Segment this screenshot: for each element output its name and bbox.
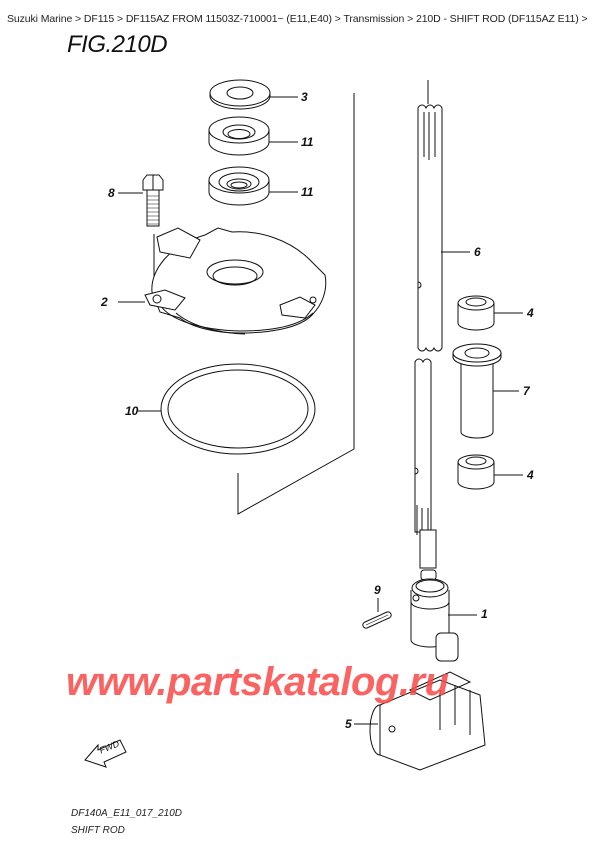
callout-11-lower[interactable]: 11	[301, 185, 314, 199]
breadcrumb-item-df115az[interactable]: DF115AZ FROM 11503Z-710001~ (E11,E40)	[125, 13, 332, 25]
callout-4-lower[interactable]: 4	[527, 468, 534, 482]
watermark: www.partskatalog.ru	[66, 660, 449, 704]
part-10-o-ring[interactable]	[160, 363, 316, 455]
breadcrumb-item-shift-rod[interactable]: 210D - SHIFT ROD (DF115AZ E11)	[415, 13, 579, 25]
part-6-shift-rod[interactable]	[414, 80, 443, 569]
breadcrumb-item-transmission[interactable]: Transmission	[343, 13, 405, 25]
breadcrumb-separator: >	[331, 13, 344, 25]
part-5-clutch[interactable]	[369, 671, 486, 771]
figure-name: SHIFT ROD	[71, 825, 125, 836]
callout-6[interactable]: 6	[474, 245, 481, 259]
part-3-washer[interactable]	[209, 79, 271, 110]
callout-11-upper[interactable]: 11	[301, 135, 314, 149]
breadcrumb: Suzuki Marine > DF115 > DF115AZ FROM 115…	[7, 13, 588, 25]
part-9-pin[interactable]	[362, 611, 392, 629]
callout-10[interactable]: 10	[125, 404, 139, 418]
part-1-shift-cam[interactable]	[410, 569, 459, 662]
part-2-housing[interactable]	[144, 227, 327, 335]
breadcrumb-separator: >	[578, 13, 588, 25]
callout-1[interactable]: 1	[481, 607, 488, 621]
callout-4-upper[interactable]: 4	[527, 306, 534, 320]
callout-5[interactable]: 5	[345, 717, 352, 731]
breadcrumb-separator: >	[404, 13, 416, 25]
callout-3[interactable]: 3	[301, 90, 308, 104]
callout-2[interactable]: 2	[101, 295, 108, 309]
part-4-bushing-lower[interactable]	[457, 454, 495, 490]
part-4-bushing-upper[interactable]	[457, 295, 495, 331]
breadcrumb-item-df115[interactable]: DF115	[83, 13, 115, 25]
part-8-bolt[interactable]	[142, 174, 164, 227]
figure-code: DF140A_E11_017_210D	[71, 808, 183, 819]
breadcrumb-separator: >	[114, 13, 126, 25]
part-11-seal-lower[interactable]	[208, 166, 270, 206]
figure-title: FIG.210D	[67, 31, 168, 58]
callout-7[interactable]: 7	[523, 384, 530, 398]
breadcrumb-separator: >	[72, 13, 84, 25]
fwd-arrow-icon	[84, 739, 127, 768]
callout-8[interactable]: 8	[108, 186, 115, 200]
breadcrumb-item-suzuki-marine[interactable]: Suzuki Marine	[7, 13, 73, 25]
part-11-seal-upper[interactable]	[208, 116, 270, 156]
callout-9[interactable]: 9	[374, 583, 381, 597]
part-7-sleeve[interactable]	[452, 343, 502, 439]
